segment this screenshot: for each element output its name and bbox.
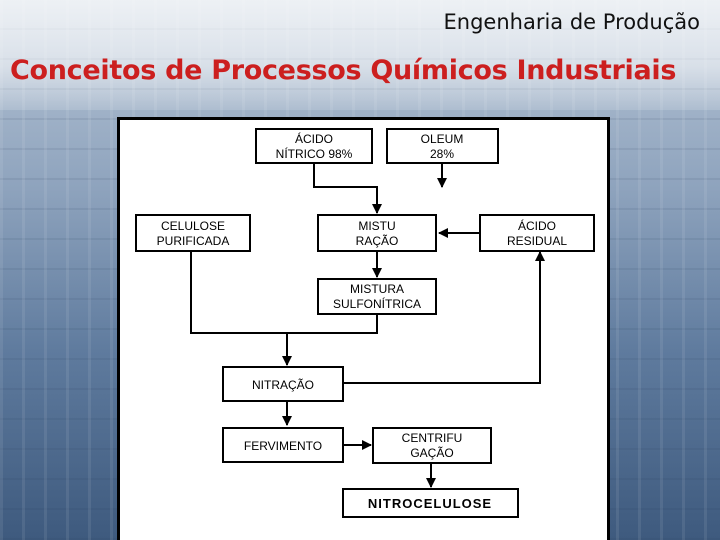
node-oleum-line1: OLEUM xyxy=(421,132,464,146)
node-acido-nitrico-line1: ÁCIDO xyxy=(295,131,333,146)
connectors xyxy=(190,163,545,488)
node-acido-residual-line1: ÁCIDO xyxy=(518,218,556,233)
flowchart: ÁCIDO NÍTRICO 98% OLEUM 28% CELULOSE PUR… xyxy=(135,128,595,518)
node-acido-nitrico-line2: NÍTRICO 98% xyxy=(276,146,353,161)
node-fervimento: FERVIMENTO xyxy=(222,427,344,463)
node-mistu-racao-line1: MISTU xyxy=(358,219,395,233)
node-mistu-racao: MISTU RAÇÃO xyxy=(317,214,437,252)
slide-title: Conceitos de Processos Químicos Industri… xyxy=(10,55,677,86)
node-acido-nitrico: ÁCIDO NÍTRICO 98% xyxy=(255,128,373,164)
node-nitracao: NITRAÇÃO xyxy=(222,366,344,402)
node-nitrocelulose-label: NITROCELULOSE xyxy=(368,496,492,511)
arrow-nitrico-to-mistu xyxy=(313,163,382,214)
course-name: Engenharia de Produção xyxy=(443,10,700,34)
node-sulfonitrica-line2: SULFONÍTRICA xyxy=(333,296,421,311)
node-celulose: CELULOSE PURIFICADA xyxy=(135,214,251,252)
node-nitracao-label: NITRAÇÃO xyxy=(252,378,314,392)
node-celulose-line1: CELULOSE xyxy=(161,219,225,233)
node-oleum: OLEUM 28% xyxy=(386,128,499,164)
node-centrifugacao-line1: CENTRIFU xyxy=(402,431,463,445)
node-mistu-racao-line2: RAÇÃO xyxy=(356,234,399,248)
node-sulfonitrica-line1: MISTURA xyxy=(350,282,404,296)
node-nitrocelulose: NITROCELULOSE xyxy=(342,488,519,518)
arrow-nitracao-to-residual xyxy=(343,251,545,384)
node-celulose-line2: PURIFICADA xyxy=(157,234,230,248)
node-centrifugacao: CENTRIFU GAÇÃO xyxy=(372,427,492,464)
node-mistura-sulfonitrica: MISTURA SULFONÍTRICA xyxy=(317,278,437,315)
node-fervimento-label: FERVIMENTO xyxy=(244,439,322,453)
node-acido-residual-line2: RESIDUAL xyxy=(507,234,567,248)
arrow-to-nitracao xyxy=(282,314,378,366)
node-acido-residual: ÁCIDO RESIDUAL xyxy=(479,214,595,252)
node-oleum-line2: 28% xyxy=(430,147,454,161)
node-centrifugacao-line2: GAÇÃO xyxy=(410,446,453,460)
header-fade xyxy=(0,0,720,110)
line-celulose xyxy=(190,251,287,334)
